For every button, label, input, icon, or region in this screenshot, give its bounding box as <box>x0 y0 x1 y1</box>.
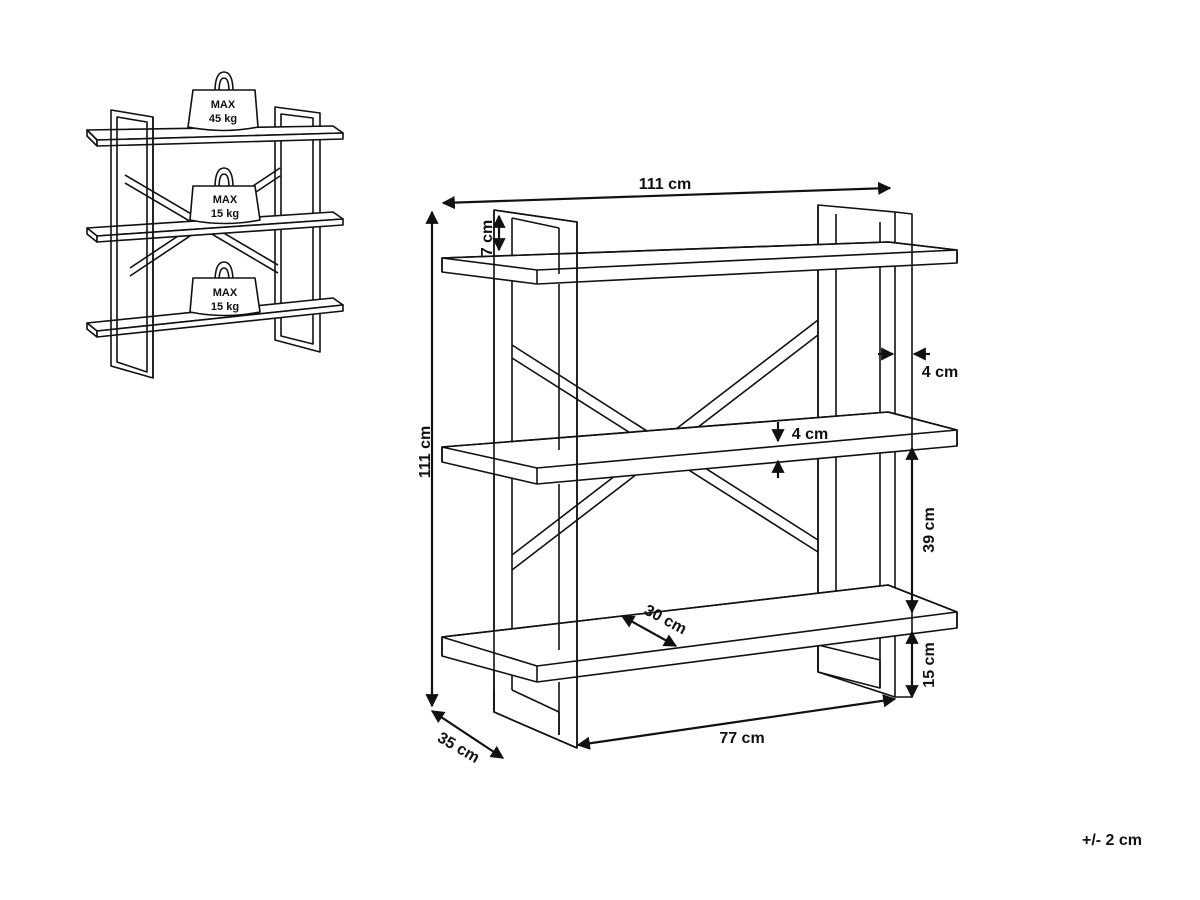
bottom-clearance-label: 15 cm <box>921 642 938 687</box>
tolerance-label: +/- 2 cm <box>1082 832 1142 849</box>
load-capacity-diagram: MAX 45 kg MAX 15 kg MAX 15 kg <box>86 71 344 379</box>
weight-middle-icon: MAX 15 kg <box>189 167 261 225</box>
frame-width-label: 4 cm <box>922 364 958 381</box>
load-bottom-line1: MAX <box>213 287 238 299</box>
load-middle-line2: 15 kg <box>211 208 239 220</box>
overall-height-label: 111 cm <box>417 426 434 479</box>
dimension-lines <box>425 181 930 759</box>
weight-bottom-icon: MAX 15 kg <box>189 261 261 317</box>
overall-width-label: 111 cm <box>639 176 692 193</box>
shelf-spacing-label: 39 cm <box>921 507 938 552</box>
load-middle-line1: MAX <box>213 194 238 206</box>
depth-label: 35 cm <box>434 729 482 766</box>
load-top-line2: 45 kg <box>209 113 237 125</box>
load-top-line1: MAX <box>211 99 236 111</box>
inner-width-label: 77 cm <box>719 730 764 747</box>
weight-top-icon: MAX 45 kg <box>187 71 259 132</box>
shelf-thickness-label: 4 cm <box>792 426 828 443</box>
shelf-drawing <box>441 204 958 749</box>
top-overhang-label: 7 cm <box>479 220 496 256</box>
load-bottom-line2: 15 kg <box>211 301 239 313</box>
